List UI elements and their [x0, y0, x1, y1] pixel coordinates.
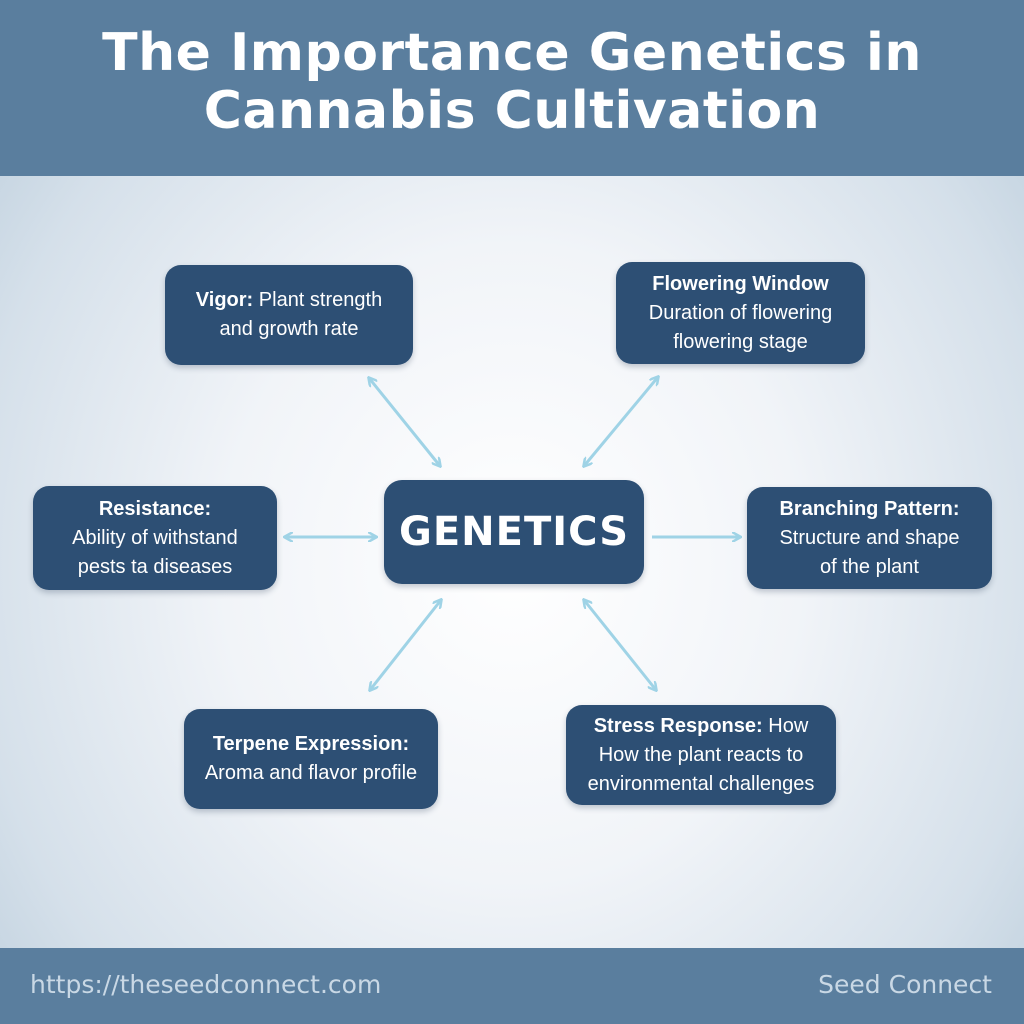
vigor-heading: Vigor: — [195, 289, 254, 311]
resistance-desc-2: pests ta diseases — [77, 555, 233, 578]
vigor-desc-2: and growth rate — [219, 318, 359, 340]
terpene-desc: Aroma and flavor profile — [204, 762, 418, 784]
vigor-desc-1: Plant strength — [258, 289, 383, 311]
arrow-terpene — [370, 600, 441, 690]
flowering-window-node: Flowering Window Duration of flowering f… — [616, 262, 865, 364]
branching-pattern-node: Branching Pattern: Structure and shape o… — [747, 487, 992, 589]
genetics-label: GENETICS — [398, 509, 630, 555]
resistance-node: Resistance: Ability of withstand pests t… — [33, 486, 277, 590]
stress-response-node: Stress Response: How How the plant react… — [566, 705, 836, 805]
stress-heading: Stress Response: — [593, 714, 763, 737]
stress-desc-0: How — [768, 714, 809, 737]
branching-heading: Branching Pattern: — [779, 497, 960, 520]
title-line-2: Cannabis Cultivation — [203, 81, 821, 141]
stress-desc-1: How the plant reacts to — [598, 743, 804, 766]
stress-line-1: Stress Response: How — [594, 712, 809, 741]
footer-brand: Seed Connect — [818, 970, 992, 999]
terpene-expression-node: Terpene Expression: Aroma and flavor pro… — [184, 709, 438, 809]
vigor-line-1: Vigor: Plant strength — [196, 286, 382, 315]
flowering-desc-2: flowering stage — [673, 330, 808, 353]
branching-desc-1: Structure and shape — [779, 526, 960, 549]
vigor-node: Vigor: Plant strength and growth rate — [165, 265, 413, 365]
footer-url-link[interactable]: https://theseedconnect.com — [30, 970, 382, 999]
flowering-heading: Flowering Window — [652, 272, 829, 295]
arrow-flowering — [584, 377, 658, 466]
footer-bar: https://theseedconnect.com Seed Connect — [0, 948, 1024, 1024]
flowering-desc-1: Duration of flowering — [648, 301, 833, 324]
branching-desc-2: of the plant — [820, 555, 919, 578]
terpene-heading: Terpene Expression: — [212, 733, 410, 755]
resistance-desc-1: Ability of withstand — [72, 526, 238, 549]
stress-desc-2: environmental challenges — [587, 772, 815, 795]
arrow-vigor — [369, 378, 440, 466]
resistance-heading: Resistance: — [98, 497, 212, 520]
title-banner: The Importance Genetics in Cannabis Cult… — [0, 0, 1024, 176]
title-line-1: The Importance Genetics in — [102, 23, 922, 83]
arrow-stress — [584, 600, 656, 690]
genetics-node: GENETICS — [384, 480, 644, 584]
